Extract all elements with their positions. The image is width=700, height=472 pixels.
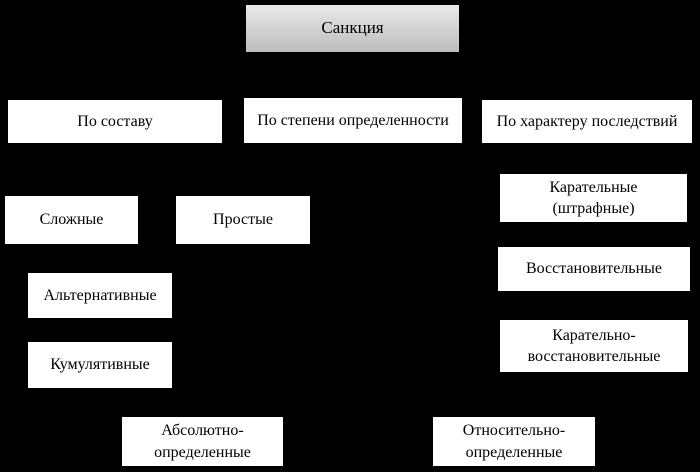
node-complex-label: Сложные (39, 211, 104, 229)
node-relatively-determined: Относительно- определенные (433, 417, 595, 466)
node-by-composition-label: По составу (77, 112, 153, 130)
node-cumulative: Кумулятивные (28, 342, 172, 388)
node-absolutely-determined-label: Абсолютно- определенные (154, 422, 251, 461)
node-punitive: Карательные (штрафные) (500, 174, 687, 222)
node-by-composition: По составу (8, 100, 222, 143)
node-cumulative-label: Кумулятивные (50, 356, 150, 374)
node-by-nature-of-consequences-label: По характеру последствий (496, 112, 678, 130)
node-by-nature-of-consequences: По характеру последствий (482, 100, 692, 143)
node-punitive-label: Карательные (штрафные) (549, 178, 638, 217)
node-sanction-root-label: Санкция (321, 18, 384, 38)
node-restorative-label: Восстановительные (525, 260, 663, 278)
node-simple: Простые (176, 196, 310, 244)
node-relatively-determined-label: Относительно- определенные (462, 422, 566, 461)
node-absolutely-determined: Абсолютно- определенные (122, 417, 283, 466)
node-by-degree-of-certainty-label: По степени определенности (257, 111, 449, 129)
node-alternative: Альтернативные (28, 273, 172, 318)
node-simple-label: Простые (213, 211, 273, 229)
node-punitive-restorative-label: Карательно- восстановительные (527, 326, 661, 365)
node-punitive-restorative: Карательно- восстановительные (500, 320, 688, 372)
node-sanction-root: Санкция (246, 5, 459, 52)
node-restorative: Восстановительные (498, 247, 690, 291)
node-by-degree-of-certainty: По степени определенности (244, 98, 462, 143)
node-alternative-label: Альтернативные (43, 286, 157, 304)
node-complex: Сложные (5, 196, 138, 244)
